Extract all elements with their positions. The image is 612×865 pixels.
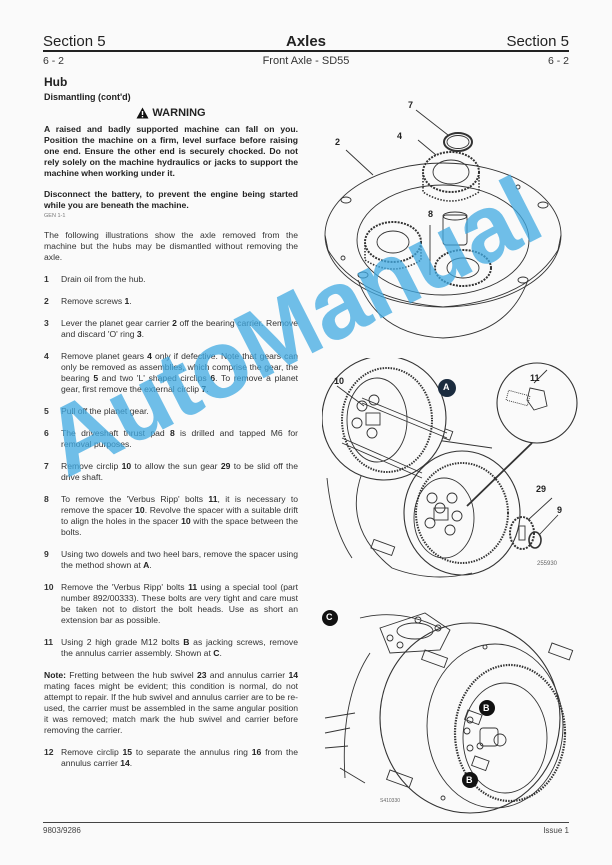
step-item: 6 The driveshaft thrust pad 8 is drilled … [44,428,298,450]
step-item: 10 Remove the 'Verbus Ripp' bolts 11 usin… [44,582,298,626]
step-item: 12 Remove circlip 15 to separate the ann… [44,747,298,769]
section-subtitle: Dismantling (cont'd) [44,92,131,102]
step-number: 6 [44,428,49,438]
step-text: Using two dowels and two heel bars, remo… [61,549,298,570]
warning-text: A raised and badly supported machine can… [44,124,298,178]
page-number-left: 6 - 2 [43,55,65,67]
body-text-column: Hub Dismantling (cont'd) WARNING A raise… [44,75,299,780]
step-item: 11 Using 2 high grade M12 bolts B as jack… [44,637,298,659]
step-item: 4 Remove planet gears 4 only if defective… [44,351,298,395]
step-number: 9 [44,549,49,559]
intro-paragraph: The following illustrations show the axl… [44,230,298,262]
step-text: Using 2 high grade M12 bolts B as jackin… [61,637,298,658]
figure-code-s410330: S410330 [380,798,401,804]
step-item: 8 To remove the 'Verbus Ripp' bolts 11, i… [44,494,298,538]
warning-heading: WARNING [44,107,298,119]
footer-rule [43,822,569,823]
step-number: 12 [44,747,54,757]
callout-29: 29 [536,484,547,494]
step-item: 2 Remove screws 1. [44,296,298,307]
annulus-carrier-illustration [322,610,574,814]
battery-warning-text: Disconnect the battery, to prevent the e… [44,189,298,210]
step-number: 3 [44,318,49,328]
step-text: Remove circlip 15 to separate the annulu… [61,747,298,768]
step-item: 3 Lever the planet gear carrier 2 off the… [44,318,298,340]
step-text: Remove screws 1. [61,296,132,306]
page-header: Section 5 Axles Section 5 [43,30,569,50]
step-number: 5 [44,406,49,416]
step-item: 9 Using two dowels and two heel bars, rem… [44,549,298,571]
header-rule [43,50,569,52]
step-text: Remove circlip 10 to allow the sun gear … [61,461,298,482]
callout-7: 7 [408,100,414,110]
step-text: Remove the 'Verbus Ripp' bolts 11 using … [61,582,298,625]
header-title: Axles [285,33,327,50]
spacer-removal-illustration [322,358,578,578]
step-number: 8 [44,494,49,504]
step-text: Pull off the planet gear. [61,406,149,416]
issue-label: Issue 1 [543,826,569,835]
header-subtitle: Front Axle - SD55 [262,55,350,67]
step-text: Drain oil from the hub. [61,274,146,284]
callout-badge-a: A [443,382,450,392]
callout-11: 11 [530,373,540,383]
step-number: 2 [44,296,49,306]
step-number: 4 [44,351,49,361]
callout-badge-b-upper: B [483,703,490,713]
note-paragraph: Note: Fretting between the hub swivel 23… [44,670,299,735]
warning-code: GEN 1-1 [44,213,66,219]
figure-code-255930: 255930 [537,561,558,567]
step-text: The driveshaft thrust pad 8 is drilled a… [61,428,298,449]
step-number: 11 [44,637,54,647]
step-number: 10 [44,582,54,592]
step-number: 7 [44,461,49,471]
header-section-right: Section 5 [506,33,569,50]
step-item: 1 Drain oil from the hub. [44,274,298,285]
page-footer: 9803/9286 Issue 1 [43,826,569,835]
planet-carrier-illustration [324,109,562,339]
page-number-right: 6 - 2 [547,55,569,67]
steps-list: 1 Drain oil from the hub. 2 Remove screws 1… [44,274,298,659]
step-text: Lever the planet gear carrier 2 off the … [61,318,298,339]
callout-badge-b-lower: B [466,775,473,785]
section-title: Hub [44,75,68,89]
callout-4: 4 [397,131,403,141]
callout-10: 10 [334,376,345,386]
page-subheader: 6 - 2 Front Axle - SD55 6 - 2 [43,55,569,69]
document-number: 9803/9286 [43,826,81,835]
step-text: To remove the 'Verbus Ripp' bolts 11, it… [61,494,298,537]
step-item: 7 Remove circlip 10 to allow the sun gear… [44,461,298,483]
step-number: 1 [44,274,49,284]
callout-9: 9 [557,505,563,515]
step-item: 5 Pull off the planet gear. [44,406,298,417]
step-text: Remove planet gears 4 only if defective.… [61,351,299,394]
header-section-left: Section 5 [43,33,106,50]
callout-8: 8 [428,209,434,219]
warning-label: WARNING [152,106,206,119]
warning-triangle-icon [136,107,149,119]
callout-badge-c: C [326,612,333,622]
callout-2: 2 [335,137,341,147]
